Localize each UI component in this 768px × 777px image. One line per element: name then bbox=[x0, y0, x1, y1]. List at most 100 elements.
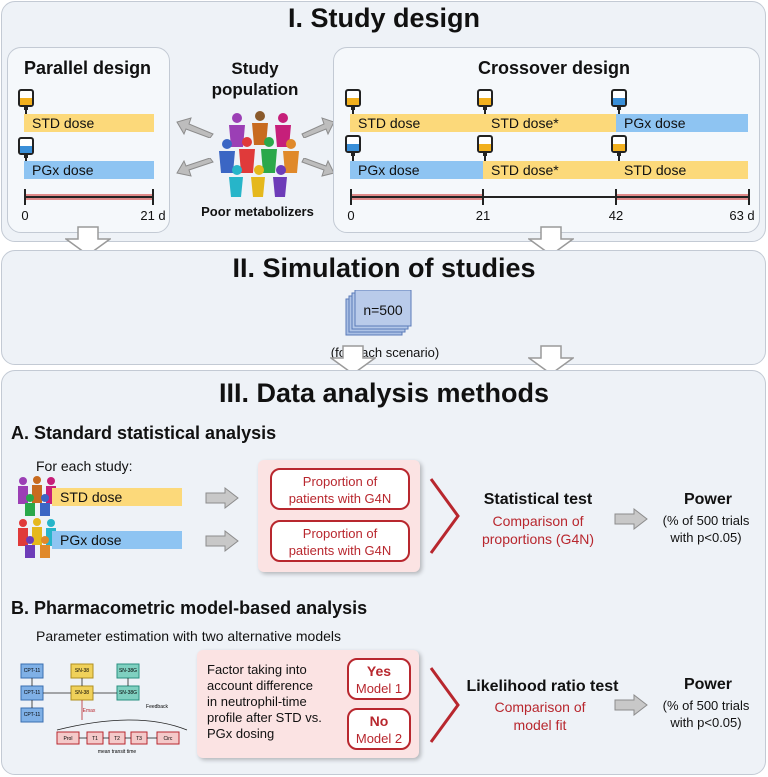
right-arrow bbox=[205, 530, 239, 552]
down-arrow bbox=[65, 226, 111, 256]
simulation-title: II. Simulation of studies bbox=[232, 253, 536, 283]
part-b-subheading: Parameter estimation with two alternativ… bbox=[36, 628, 342, 644]
part-a-power-title: Power bbox=[683, 491, 732, 508]
crossover-design-title: Crossover design bbox=[478, 58, 631, 78]
model2-no-label: No bbox=[369, 713, 389, 729]
crossover-tick-0: 0 bbox=[347, 208, 355, 223]
population-title-line2: population bbox=[211, 80, 299, 99]
part-b-power-description: (% of 500 trials with p<0.05) bbox=[645, 697, 767, 731]
statistical-test-subtitle-line1: Comparison of bbox=[492, 513, 584, 529]
right-arrow bbox=[614, 508, 648, 530]
parallel-design-title: Parallel design bbox=[24, 58, 152, 78]
crossover-timeline bbox=[350, 189, 750, 205]
down-arrow bbox=[528, 226, 574, 256]
iv-bag-icon bbox=[345, 89, 361, 116]
arrow-to-parallel-std bbox=[176, 117, 214, 138]
statistical-test-subtitle: Comparison of proportions (G4N) bbox=[463, 512, 613, 548]
svg-text:CPT-11: CPT-11 bbox=[24, 690, 41, 696]
iv-bag-icon bbox=[477, 135, 493, 162]
part-a-power-line2: with p<0.05) bbox=[670, 530, 742, 545]
down-arrow bbox=[330, 345, 376, 375]
statistical-test-title: Statistical test bbox=[483, 491, 593, 508]
proportion-box-pgx-line2: patients with G4N bbox=[288, 543, 392, 558]
people-crowd-icon bbox=[219, 111, 299, 197]
pkpd-model-diagram-icon: CPT-11 SN-38 SN-38G CPT-11 SN-38 SN-38G … bbox=[20, 663, 188, 755]
part-a-power-line1: (% of 500 trials bbox=[662, 513, 750, 528]
merge-chevron bbox=[429, 478, 460, 554]
factor-line-1: Factor taking into bbox=[207, 662, 307, 677]
svg-text:Circ: Circ bbox=[164, 736, 173, 742]
part-a-std-dose-bar: STD dose bbox=[52, 488, 182, 506]
simulation-caption: (for each scenario) bbox=[330, 345, 440, 360]
crossover-tick-42: 42 bbox=[608, 208, 624, 223]
factor-line-2: account difference bbox=[207, 678, 313, 693]
study-design-title: I. Study design bbox=[287, 3, 481, 33]
likelihood-ratio-test-title: Likelihood ratio test bbox=[466, 678, 619, 695]
proportion-box-std-line2: patients with G4N bbox=[288, 491, 392, 506]
iv-bag-icon bbox=[345, 135, 361, 162]
model1-yes-label: Yes bbox=[366, 663, 392, 679]
svg-text:SN-38G: SN-38G bbox=[119, 668, 137, 674]
svg-text:SN-38G: SN-38G bbox=[119, 690, 137, 696]
svg-text:Emax: Emax bbox=[83, 708, 96, 714]
stack-label: n=500 bbox=[363, 302, 403, 318]
parallel-tick-end: 21 d bbox=[140, 208, 166, 223]
model1-label: Model 1 bbox=[355, 681, 403, 696]
proportion-box-std: Proportion of patients with G4N bbox=[270, 468, 410, 510]
likelihood-ratio-test-subtitle-line2: model fit bbox=[513, 717, 567, 733]
svg-text:mean transit time: mean transit time bbox=[98, 749, 137, 755]
parallel-pgx-dose-bar: PGx dose bbox=[24, 161, 154, 179]
arrow-to-parallel-pgx bbox=[176, 158, 214, 177]
part-b-power-line2: with p<0.05) bbox=[670, 715, 742, 730]
part-a-pgx-dose-bar: PGx dose bbox=[52, 531, 182, 549]
iv-bag-icon bbox=[477, 89, 493, 116]
factor-line-5: PGx dosing bbox=[207, 726, 275, 741]
merge-chevron bbox=[429, 667, 460, 743]
model2-label: Model 2 bbox=[355, 731, 403, 746]
crossover-row2-period3: STD dose bbox=[616, 161, 748, 179]
arrow-to-crossover-bottom bbox=[301, 158, 335, 177]
model1-box: Yes Model 1 bbox=[347, 658, 411, 700]
svg-text:Prol: Prol bbox=[64, 736, 73, 742]
factor-description: Factor taking into account difference in… bbox=[207, 662, 347, 742]
proportion-box-pgx-line1: Proportion of bbox=[302, 526, 378, 541]
likelihood-ratio-test-subtitle-line1: Comparison of bbox=[494, 699, 586, 715]
iv-bag-icon bbox=[611, 135, 627, 162]
part-a-power-description: (% of 500 trials with p<0.05) bbox=[645, 512, 767, 546]
right-arrow bbox=[614, 694, 648, 716]
crossover-tick-63: 63 d bbox=[729, 208, 755, 223]
proportion-box-std-line1: Proportion of bbox=[302, 474, 378, 489]
crossover-tick-21: 21 bbox=[475, 208, 491, 223]
svg-text:T1: T1 bbox=[92, 736, 98, 742]
svg-text:T3: T3 bbox=[136, 736, 142, 742]
model2-box: No Model 2 bbox=[347, 708, 411, 750]
part-b-heading: B. Pharmacometric model-based analysis bbox=[11, 598, 368, 618]
part-b-power-line1: (% of 500 trials bbox=[662, 698, 750, 713]
svg-text:Feedback: Feedback bbox=[146, 704, 168, 710]
parallel-timeline bbox=[24, 189, 154, 205]
svg-text:CPT-11: CPT-11 bbox=[24, 712, 41, 718]
factor-line-3: in neutrophil-time bbox=[207, 694, 307, 709]
factor-line-4: profile after STD vs. bbox=[207, 710, 322, 725]
svg-text:SN-38: SN-38 bbox=[75, 690, 89, 696]
analysis-title: III. Data analysis methods bbox=[218, 378, 550, 408]
population-title-line1: Study bbox=[231, 59, 279, 78]
parallel-design-panel bbox=[7, 47, 170, 233]
statistical-test-subtitle-line2: proportions (G4N) bbox=[481, 531, 595, 547]
crossover-row1-period1: STD dose bbox=[350, 114, 483, 132]
people-group-icon bbox=[18, 518, 56, 558]
proportion-box-pgx: Proportion of patients with G4N bbox=[270, 520, 410, 562]
iv-bag-icon bbox=[18, 89, 34, 116]
likelihood-ratio-test-subtitle: Comparison of model fit bbox=[465, 698, 615, 734]
parallel-tick-start: 0 bbox=[21, 208, 29, 223]
iv-bag-icon bbox=[611, 89, 627, 116]
svg-text:T2: T2 bbox=[114, 736, 120, 742]
arrow-to-crossover-top bbox=[301, 117, 335, 138]
parallel-std-dose-bar: STD dose bbox=[24, 114, 154, 132]
right-arrow bbox=[205, 487, 239, 509]
svg-text:CPT-11: CPT-11 bbox=[24, 668, 41, 674]
stacked-datasets-icon bbox=[345, 290, 412, 336]
part-a-heading: A. Standard statistical analysis bbox=[11, 423, 277, 443]
crossover-row1-period2: STD dose* bbox=[483, 114, 616, 132]
svg-text:SN-38: SN-38 bbox=[75, 668, 89, 674]
